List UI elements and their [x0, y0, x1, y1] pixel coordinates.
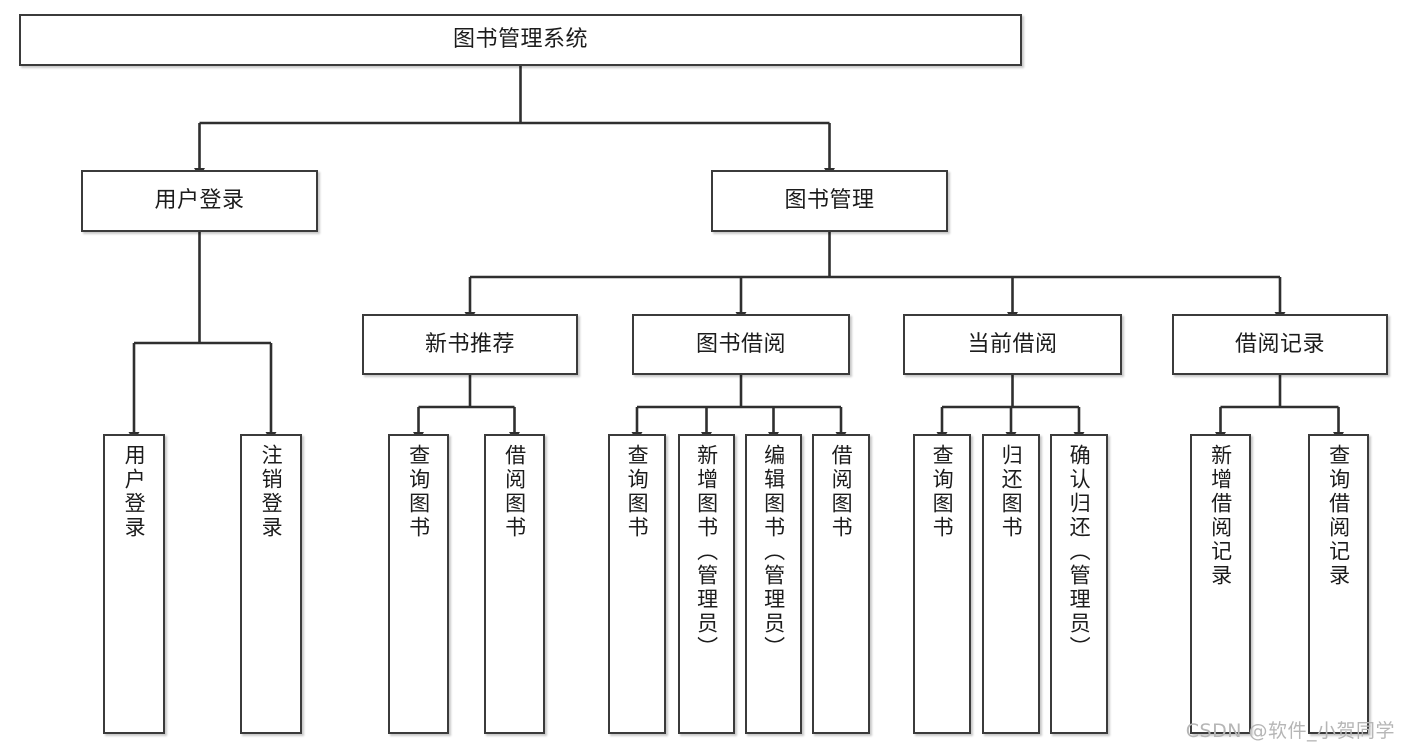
- node-borrow-record[interactable]: 借阅记录: [1172, 314, 1388, 375]
- node-leaf-return-book[interactable]: 归还图书: [982, 434, 1040, 734]
- node-label: 新增图书（管理员）: [694, 444, 719, 660]
- node-new-book-recommend[interactable]: 新书推荐: [362, 314, 578, 375]
- node-leaf-query-book-1[interactable]: 查询图书: [388, 434, 449, 734]
- node-leaf-query-book-2[interactable]: 查询图书: [608, 434, 666, 734]
- node-root[interactable]: 图书管理系统: [19, 14, 1022, 66]
- node-label: 图书借阅: [695, 331, 786, 357]
- node-label: 查询图书: [930, 444, 955, 540]
- node-leaf-logout-login[interactable]: 注销登录: [240, 434, 302, 734]
- node-leaf-user-login[interactable]: 用户登录: [103, 434, 165, 734]
- node-book-borrow[interactable]: 图书借阅: [632, 314, 850, 375]
- node-label: 图书管理: [784, 188, 875, 214]
- node-label: 用户登录: [122, 444, 147, 540]
- node-label: 确认归还（管理员）: [1067, 444, 1092, 660]
- node-label: 归还图书: [999, 444, 1024, 540]
- node-label: 查询图书: [625, 444, 650, 540]
- node-book-manage[interactable]: 图书管理: [711, 170, 948, 232]
- node-leaf-query-book-3[interactable]: 查询图书: [913, 434, 971, 734]
- node-label: 借阅记录: [1234, 331, 1325, 357]
- node-label: 查询图书: [406, 444, 431, 540]
- node-label: 图书管理系统: [452, 27, 588, 53]
- node-user-login[interactable]: 用户登录: [81, 170, 318, 232]
- node-label: 查询借阅记录: [1326, 444, 1351, 588]
- node-label: 用户登录: [154, 188, 245, 214]
- node-leaf-add-borrow-record[interactable]: 新增借阅记录: [1190, 434, 1251, 734]
- node-label: 注销登录: [259, 444, 284, 540]
- node-leaf-confirm-return[interactable]: 确认归还（管理员）: [1050, 434, 1108, 734]
- node-label: 新书推荐: [424, 331, 515, 357]
- node-label: 新增借阅记录: [1208, 444, 1233, 588]
- node-label: 当前借阅: [967, 331, 1058, 357]
- node-leaf-add-book[interactable]: 新增图书（管理员）: [678, 434, 735, 734]
- node-leaf-edit-book[interactable]: 编辑图书（管理员）: [745, 434, 802, 734]
- node-leaf-query-borrow-record[interactable]: 查询借阅记录: [1308, 434, 1369, 734]
- node-label: 编辑图书（管理员）: [761, 444, 786, 660]
- node-current-borrow[interactable]: 当前借阅: [903, 314, 1122, 375]
- node-label: 借阅图书: [502, 444, 527, 540]
- node-label: 借阅图书: [829, 444, 854, 540]
- node-leaf-borrow-book-1[interactable]: 借阅图书: [484, 434, 545, 734]
- node-leaf-borrow-book-2[interactable]: 借阅图书: [812, 434, 870, 734]
